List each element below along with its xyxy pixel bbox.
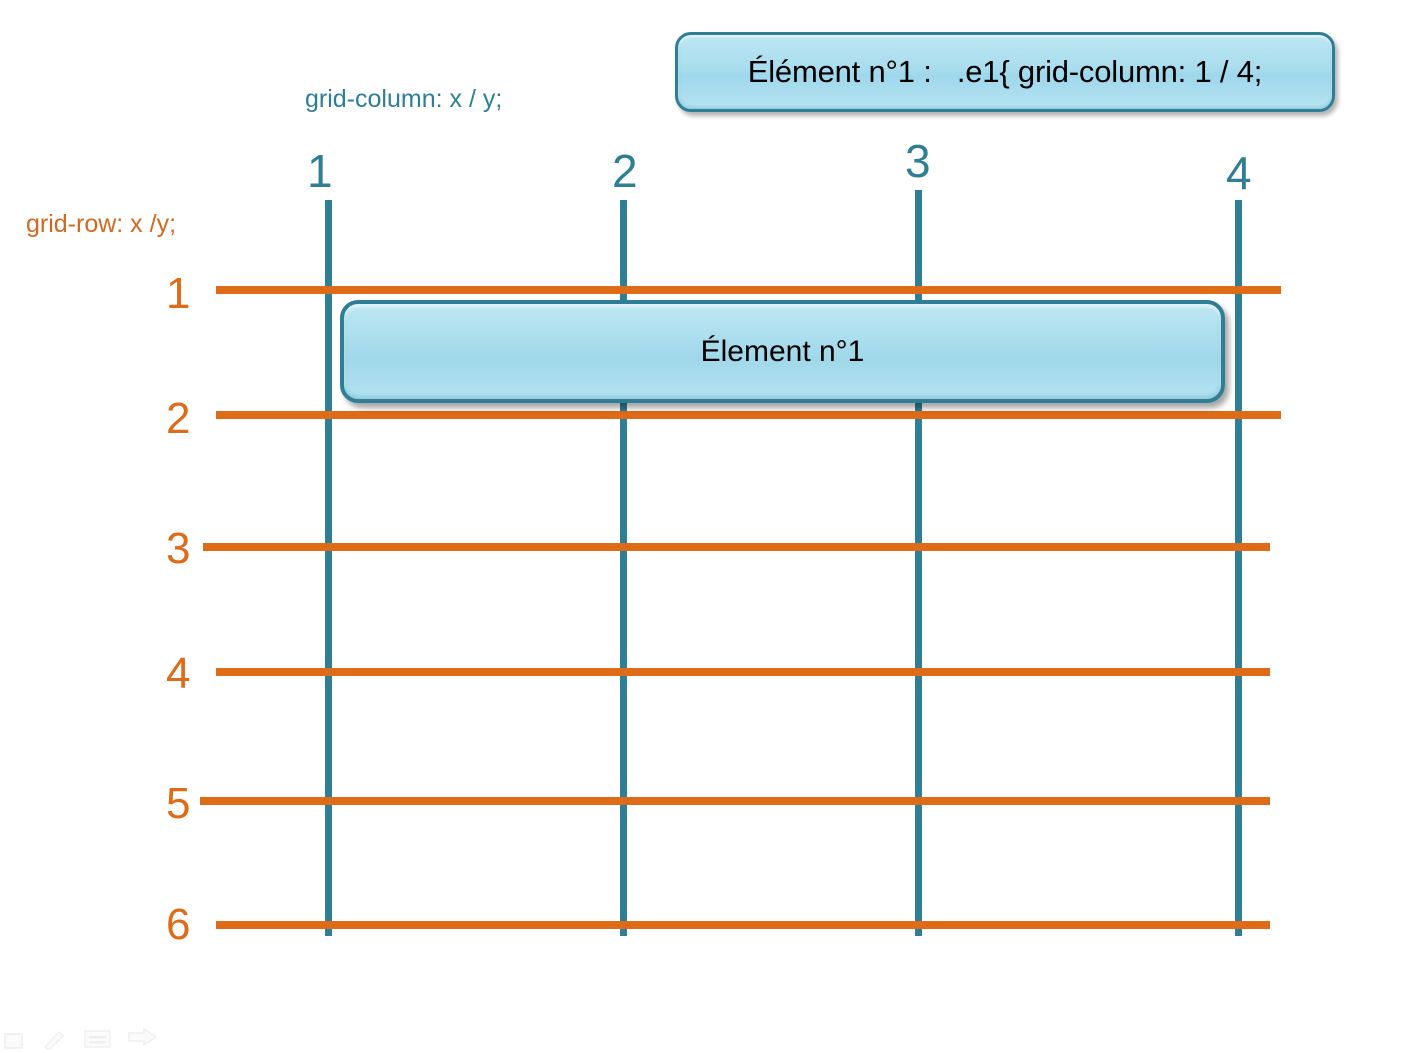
ink-toolbar[interactable] <box>4 1027 158 1053</box>
grid-column-caption: grid-column: x / y; <box>305 85 503 113</box>
column-line-1 <box>325 200 332 936</box>
grid-element-label: Élement n°1 <box>700 334 865 368</box>
lines-icon[interactable] <box>84 1028 112 1053</box>
rule-callout-text: Élément n°1 : .e1{ grid-column: 1 / 4; <box>747 54 1263 89</box>
row-number-3: 3 <box>166 524 191 573</box>
column-number-2: 2 <box>612 145 638 197</box>
grid-row-caption: grid-row: x /y; <box>26 210 177 238</box>
arrow-pointer-icon[interactable] <box>128 1027 158 1053</box>
column-line-2 <box>620 200 627 936</box>
column-number-3: 3 <box>905 135 931 187</box>
rule-callout-banner[interactable]: Élément n°1 : .e1{ grid-column: 1 / 4; <box>675 32 1335 112</box>
row-line-5 <box>200 797 1270 805</box>
column-number-1: 1 <box>307 145 333 197</box>
column-number-4: 4 <box>1226 147 1252 199</box>
row-line-1 <box>216 286 1281 294</box>
row-number-4: 4 <box>166 649 191 698</box>
grid-element-box-e1[interactable]: Élement n°1 <box>340 300 1225 403</box>
row-line-2 <box>216 411 1281 419</box>
row-number-1: 1 <box>166 269 191 318</box>
row-line-3 <box>203 543 1270 551</box>
eraser-icon[interactable] <box>4 1030 26 1053</box>
row-number-2: 2 <box>166 394 191 443</box>
row-line-4 <box>216 668 1270 676</box>
pen-icon[interactable] <box>42 1028 68 1053</box>
row-number-5: 5 <box>166 779 191 828</box>
column-line-4 <box>1235 200 1242 936</box>
column-line-3 <box>915 190 922 936</box>
row-number-6: 6 <box>166 900 191 949</box>
row-line-6 <box>216 921 1270 929</box>
